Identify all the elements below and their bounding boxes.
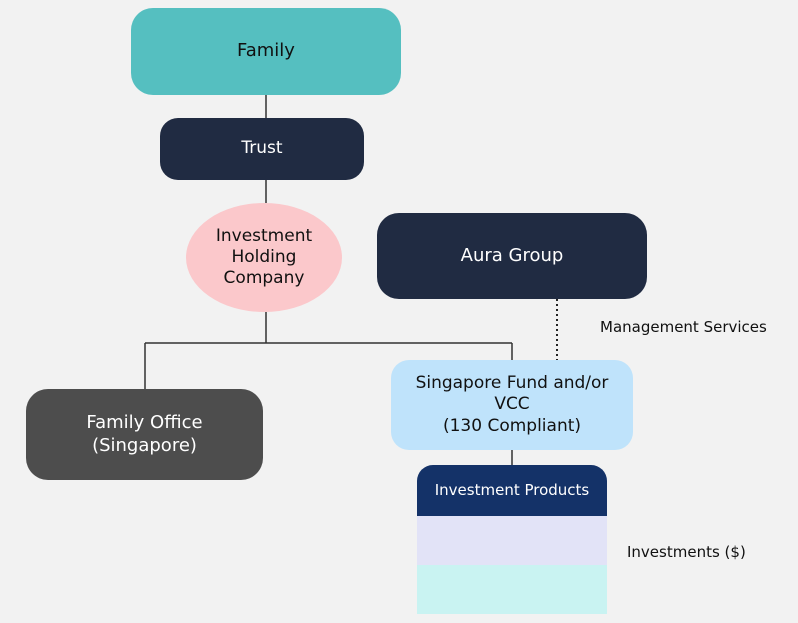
aura-group-node: Aura Group (377, 213, 647, 299)
management-services-label: Management Services (600, 318, 767, 336)
investment-products-row (417, 516, 607, 565)
family-office-node: Family Office (Singapore) (26, 389, 263, 480)
investment-products-row (417, 565, 607, 614)
investment-holding-company-node: Investment Holding Company (186, 203, 342, 312)
family-node: Family (131, 8, 401, 95)
investment-products-header: Investment Products (417, 465, 607, 516)
singapore-fund-node: Singapore Fund and/or VCC (130 Compliant… (391, 360, 633, 450)
trust-node: Trust (160, 118, 364, 180)
investments-label: Investments ($) (627, 543, 746, 561)
